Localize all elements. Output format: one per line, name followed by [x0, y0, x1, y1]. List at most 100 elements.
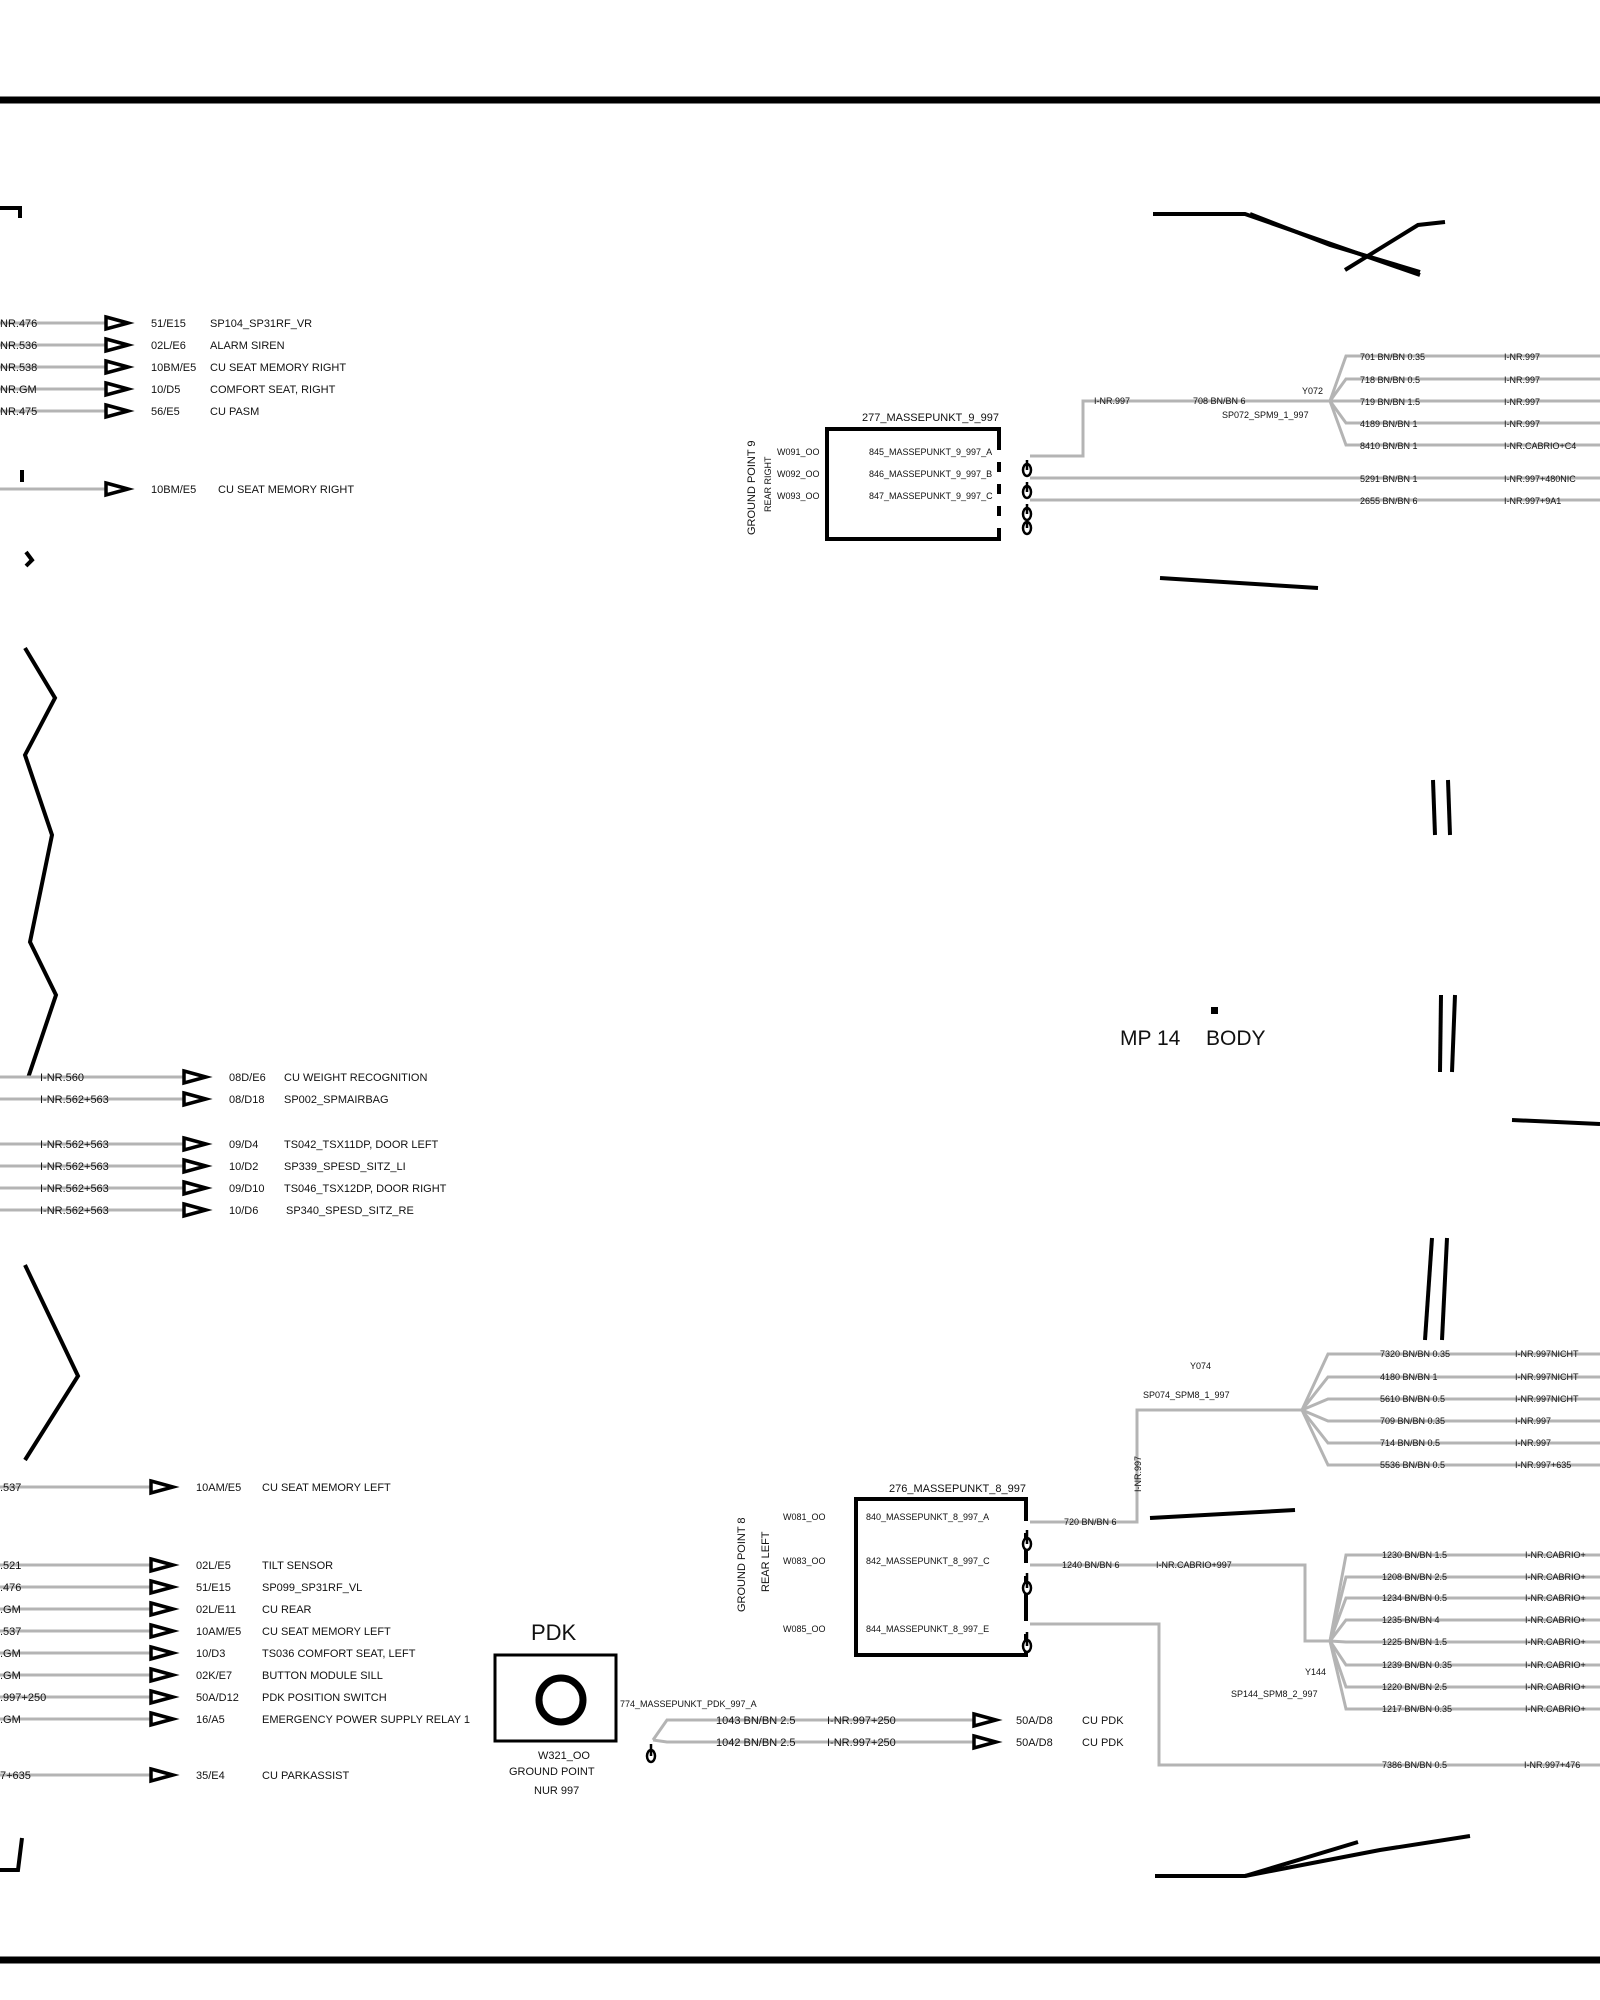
wire-label: I-NR.562+563 [40, 1161, 109, 1173]
mp-body-label: MP 14 BODY [1120, 1007, 1266, 1050]
wire-label: .GM [0, 1714, 21, 1726]
wire-label: I-NR.560 [40, 1072, 84, 1084]
gp9-branch-dest: I-NR.997 [1504, 419, 1540, 429]
row-dest: SP099_SP31RF_VL [262, 1582, 362, 1594]
pdk-row-wire: 1043 BN/BN 2.5 [716, 1715, 796, 1727]
pdk-conn: W321_OO [538, 1750, 590, 1762]
gp8-b2-dest: I-NR.CABRIO+ [1525, 1637, 1586, 1647]
row-dest: PDK POSITION SWITCH [262, 1692, 387, 1704]
pdk-row-dest: CU PDK [1082, 1715, 1124, 1727]
left-top-connectors: NR.476 51/E15 SP104_SP31RF_VR NR.536 02L… [0, 314, 354, 498]
row-dest: TILT SENSOR [262, 1560, 333, 1572]
row-code: 08/D18 [229, 1094, 264, 1106]
ring-terminal-icon [645, 1744, 657, 1764]
wire-label: I-NR.562+563 [40, 1094, 109, 1106]
row-dest: EMERGENCY POWER SUPPLY RELAY 1 [262, 1714, 470, 1726]
row-code: 51/E15 [196, 1582, 231, 1594]
gp9-conn-c: W093_OO [777, 491, 820, 501]
connector-row: .GM 16/A5 EMERGENCY POWER SUPPLY RELAY 1 [0, 1710, 470, 1728]
left-mid-connectors: I-NR.560 08D/E6 CU WEIGHT RECOGNITION I-… [0, 1068, 447, 1219]
gp8-b1-wire: 714 BN/BN 0.5 [1380, 1438, 1440, 1448]
wire-label: NR.536 [0, 340, 37, 352]
row-code: 50A/D12 [196, 1692, 239, 1704]
wire-label: .521 [0, 1560, 21, 1572]
row-dest: CU REAR [262, 1604, 312, 1616]
row-code: 08D/E6 [229, 1072, 266, 1084]
row-dest: SP104_SP31RF_VR [210, 318, 312, 330]
row-code: 56/E5 [151, 406, 180, 418]
row-code: 02L/E11 [196, 1604, 236, 1616]
row-dest: ALARM SIREN [210, 340, 285, 352]
wire-label: .537 [0, 1482, 21, 1494]
ground-point-9: 277_MASSEPUNKT_9_997 GROUND POINT 9 REAR… [746, 352, 1600, 541]
connector-row: .537 10AM/E5 CU SEAT MEMORY LEFT [0, 1622, 391, 1640]
gp8-b2-dest: I-NR.CABRIO+ [1525, 1550, 1586, 1560]
gp9-pin-a: 845_MASSEPUNKT_9_997_A [869, 447, 992, 457]
wire-label: .GM [0, 1648, 21, 1660]
gp8-wire-e: 7386 BN/BN 0.5 [1382, 1760, 1447, 1770]
wire-label: .476 [0, 1582, 21, 1594]
gp8-splice2: SP144_SPM8_2_997 [1231, 1689, 1318, 1699]
row-dest: TS042_TSX11DP, DOOR LEFT [284, 1139, 439, 1151]
row-code: 09/D4 [229, 1139, 258, 1151]
gp8-b1-wire: 4180 BN/BN 1 [1380, 1372, 1438, 1382]
wire-label: .GM [0, 1604, 21, 1616]
connector-row: .GM 02L/E11 CU REAR [0, 1600, 312, 1618]
gp8-pin-c: 842_MASSEPUNKT_8_997_C [866, 1556, 990, 1566]
connector-row: .521 02L/E5 TILT SENSOR [0, 1556, 333, 1574]
pdk-row-dest: CU PDK [1082, 1737, 1124, 1749]
connector-row: NR.536 02L/E6 ALARM SIREN [0, 336, 285, 354]
gp9-branch-wire: 4189 BN/BN 1 [1360, 419, 1418, 429]
ground-point-8: 276_MASSEPUNKT_8_997 GROUND POINT 8 REAR… [736, 1349, 1600, 1770]
gp9-title: 277_MASSEPUNKT_9_997 [862, 412, 999, 424]
gp9-pin-b: 846_MASSEPUNKT_9_997_B [869, 469, 992, 479]
row-dest: CU SEAT MEMORY LEFT [262, 1482, 391, 1494]
gp9-branch-dest: I-NR.997 [1504, 397, 1540, 407]
pdk-row-label: I-NR.997+250 [827, 1737, 896, 1749]
row-code: 10/D5 [151, 384, 180, 396]
gp8-b2-dest: I-NR.CABRIO+ [1525, 1593, 1586, 1603]
pdk-row-code: 50A/D8 [1016, 1737, 1053, 1749]
gp9-conn-a: W091_OO [777, 447, 820, 457]
gp8-b1-wire: 5536 BN/BN 0.5 [1380, 1460, 1445, 1470]
wire-label: I-NR.562+563 [40, 1205, 109, 1217]
gp8-b2-wire: 1239 BN/BN 0.35 [1382, 1660, 1452, 1670]
connector-row: .537 10AM/E5 CU SEAT MEMORY LEFT [0, 1478, 391, 1496]
row-dest: CU PARKASSIST [262, 1770, 349, 1782]
gp9-direct-dest: I-NR.997+9A1 [1504, 496, 1561, 506]
row-dest: TS036 COMFORT SEAT, LEFT [262, 1648, 416, 1660]
gp8-b1-dest: I-NR.997NICHT [1515, 1372, 1579, 1382]
connector-row: NR.538 10BM/E5 CU SEAT MEMORY RIGHT [0, 358, 346, 376]
gp9-direct-wire: 2655 BN/BN 6 [1360, 496, 1418, 506]
row-dest: CU SEAT MEMORY RIGHT [218, 484, 354, 496]
row-dest: SP340_SPESD_SITZ_RE [286, 1205, 414, 1217]
gp9-box [825, 427, 1001, 541]
connector-row: I-NR.562+563 10/D6 SP340_SPESD_SITZ_RE [0, 1201, 414, 1219]
gp8-wire-e-dest: I-NR.997+476 [1524, 1760, 1580, 1770]
gp8-b2-dest: I-NR.CABRIO+ [1525, 1704, 1586, 1714]
gp9-trunk-label: I-NR.997 [1094, 396, 1130, 406]
row-code: 10AM/E5 [196, 1626, 241, 1638]
row-dest: BUTTON MODULE SILL [262, 1670, 383, 1682]
gp8-b2-dest: I-NR.CABRIO+ [1525, 1615, 1586, 1625]
gp8-title: 276_MASSEPUNKT_8_997 [889, 1483, 1026, 1495]
row-code: 10/D2 [229, 1161, 258, 1173]
row-dest: CU SEAT MEMORY LEFT [262, 1626, 391, 1638]
gp8-b2-wire: 1220 BN/BN 2.5 [1382, 1682, 1447, 1692]
connector-row: 10BM/E5 CU SEAT MEMORY RIGHT [0, 480, 354, 498]
wire-label: NR.GM [0, 384, 37, 396]
pdk-row-label: I-NR.997+250 [827, 1715, 896, 1727]
row-dest: TS046_TSX12DP, DOOR RIGHT [284, 1183, 447, 1195]
gp9-branch-dest: I-NR.997 [1504, 352, 1540, 362]
connector-row: 7+635 35/E4 CU PARKASSIST [0, 1766, 349, 1784]
row-code: 35/E4 [196, 1770, 225, 1782]
gp8-b1-dest: I-NR.997NICHT [1515, 1349, 1579, 1359]
row-code: 10BM/E5 [151, 484, 196, 496]
gp8-conn-e: W085_OO [783, 1624, 826, 1634]
left-bottom-connectors: .537 10AM/E5 CU SEAT MEMORY LEFT .521 02… [0, 1478, 470, 1784]
pdk-caption2: NUR 997 [534, 1785, 579, 1797]
gp8-splice1-id: Y074 [1190, 1361, 1211, 1371]
pdk-row-code: 50A/D8 [1016, 1715, 1053, 1727]
row-dest: CU WEIGHT RECOGNITION [284, 1072, 427, 1084]
